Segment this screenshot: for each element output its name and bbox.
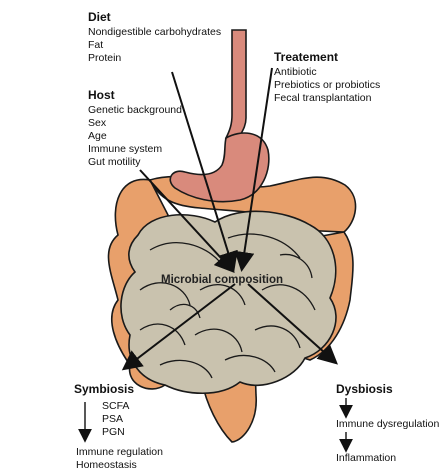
host-item: Immune system <box>88 143 163 155</box>
host-item: Genetic background <box>88 104 182 116</box>
diet-title: Diet <box>88 10 111 24</box>
treatment-arrow <box>234 67 273 272</box>
microbial-composition-label: Microbial composition <box>161 274 284 286</box>
host-item: Age <box>88 130 107 142</box>
dysbiosis-arrow <box>247 283 338 365</box>
intestinal-loops <box>139 233 316 379</box>
stomach <box>169 132 270 203</box>
diet-item: Nondigestible carbohydrates <box>88 26 222 38</box>
host-block: Host Genetic background Sex Age Immune s… <box>88 86 182 169</box>
treatment-item: Prebiotics or probiotics <box>274 79 381 91</box>
treatment-item: Antibiotic <box>274 66 317 78</box>
dysbiosis-block: Dysbiosis <box>336 380 393 398</box>
esophagus <box>224 29 247 141</box>
host-title: Host <box>88 88 115 102</box>
diet-block: Diet Nondigestible carbohydrates Fat Pro… <box>88 8 221 65</box>
dysbiosis-step: Immune dysregulation <box>336 418 440 430</box>
symbiosis-block: Symbiosis <box>74 380 134 398</box>
treatment-title: Treatement <box>274 50 339 64</box>
symbiosis-outcomes: Immune regulation Homeostasis <box>76 446 163 472</box>
symbiosis-product: SCFA <box>102 400 130 412</box>
small-intestine <box>120 210 337 395</box>
treatment-item: Fecal transplantation <box>274 92 372 104</box>
treatment-block: Treatement Antibiotic Prebiotics or prob… <box>274 48 380 105</box>
diet-item: Protein <box>88 52 122 64</box>
diet-arrow <box>171 71 238 272</box>
dysbiosis-title: Dysbiosis <box>336 382 393 396</box>
symbiosis-products: SCFA PSA PGN <box>102 400 129 439</box>
symbiosis-product: PGN <box>102 426 125 438</box>
host-arrow <box>139 169 235 273</box>
symbiosis-title: Symbiosis <box>74 382 135 396</box>
symbiosis-outcome: Immune regulation <box>76 446 163 458</box>
symbiosis-product: PSA <box>102 413 124 425</box>
dysbiosis-step: Inflammation <box>336 452 397 464</box>
host-item: Sex <box>88 117 107 129</box>
host-item: Gut motility <box>88 156 141 168</box>
symbiosis-outcome: Homeostasis <box>76 459 137 471</box>
symbiosis-arrow <box>121 283 236 371</box>
diet-item: Fat <box>88 39 104 51</box>
